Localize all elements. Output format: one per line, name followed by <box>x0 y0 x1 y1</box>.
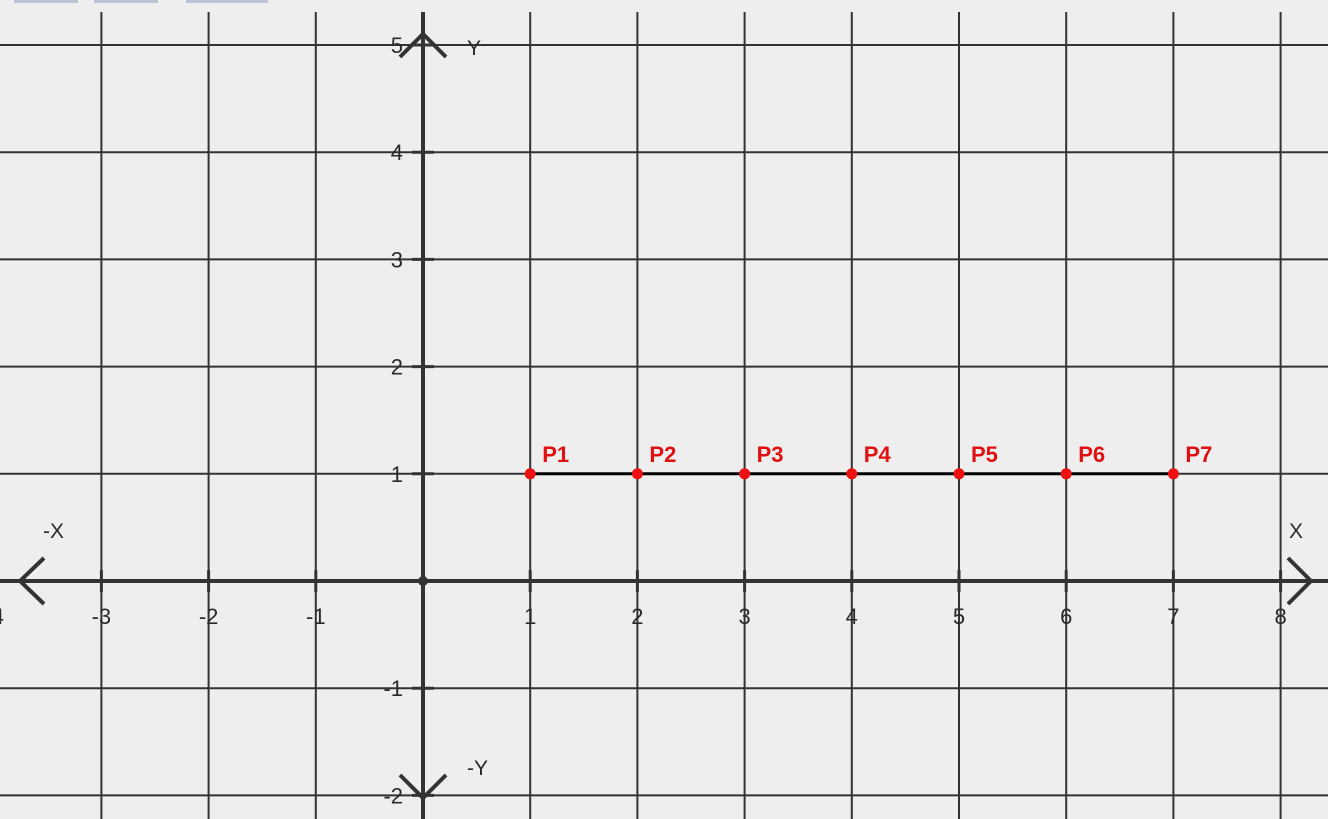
x-tick-label: -1 <box>306 604 326 629</box>
x-negative-axis-label: -X <box>43 520 64 543</box>
ticks: -4 -3 -2 -1 1 2 3 4 5 6 7 8 -2 -1 1 2 3 4 5 <box>0 33 1287 808</box>
y-negative-axis-label: -Y <box>467 757 488 780</box>
y-tick-label: 2 <box>391 355 403 380</box>
x-tick-label: 3 <box>738 604 750 629</box>
data-point-p7[interactable] <box>1167 468 1179 480</box>
grid <box>0 12 1328 819</box>
point-label-p1: P1 <box>542 442 569 467</box>
point-label-p7: P7 <box>1185 442 1212 467</box>
data-point-p6[interactable] <box>1060 468 1072 480</box>
top-tab-2[interactable] <box>94 0 158 3</box>
x-tick-label: -3 <box>92 604 112 629</box>
data-point-p2[interactable] <box>631 468 643 480</box>
x-tick-label: -2 <box>199 604 219 629</box>
series[interactable]: P1 P2 P3 P4 P5 P6 P7 <box>524 442 1213 480</box>
top-tab-1[interactable] <box>14 0 78 3</box>
y-positive-arrow-icon <box>398 31 448 59</box>
y-tick-label: 1 <box>391 462 403 487</box>
x-axis-label: X <box>1289 520 1303 543</box>
x-tick-label: 8 <box>1274 604 1286 629</box>
x-tick-label: 2 <box>631 604 643 629</box>
y-tick-label: 5 <box>391 33 403 58</box>
data-point-p3[interactable] <box>739 468 751 480</box>
x-tick-label: 1 <box>524 604 536 629</box>
data-point-p5[interactable] <box>953 468 965 480</box>
x-tick-label: -4 <box>0 604 4 629</box>
y-tick-label: -2 <box>383 783 403 808</box>
axes: Y -Y X -X <box>0 12 1328 819</box>
top-tab-3[interactable] <box>186 0 268 3</box>
x-tick-label: 5 <box>953 604 965 629</box>
x-tick-label: 7 <box>1167 604 1179 629</box>
x-positive-arrow-icon <box>1286 556 1314 606</box>
y-negative-arrow-icon <box>398 773 448 801</box>
point-label-p6: P6 <box>1078 442 1105 467</box>
point-label-p4: P4 <box>864 442 892 467</box>
y-tick-label: 3 <box>391 247 403 272</box>
data-point-p1[interactable] <box>524 468 536 480</box>
point-label-p3: P3 <box>757 442 784 467</box>
y-tick-label: 4 <box>391 140 403 165</box>
x-tick-label: 6 <box>1060 604 1072 629</box>
x-tick-label: 4 <box>846 604 858 629</box>
y-axis-label: Y <box>467 37 481 60</box>
data-point-p4[interactable] <box>846 468 858 480</box>
x-negative-arrow-icon <box>17 556 46 606</box>
y-tick-label: -1 <box>383 676 403 701</box>
point-label-p5: P5 <box>971 442 998 467</box>
origin-dot <box>418 576 428 586</box>
point-label-p2: P2 <box>649 442 676 467</box>
